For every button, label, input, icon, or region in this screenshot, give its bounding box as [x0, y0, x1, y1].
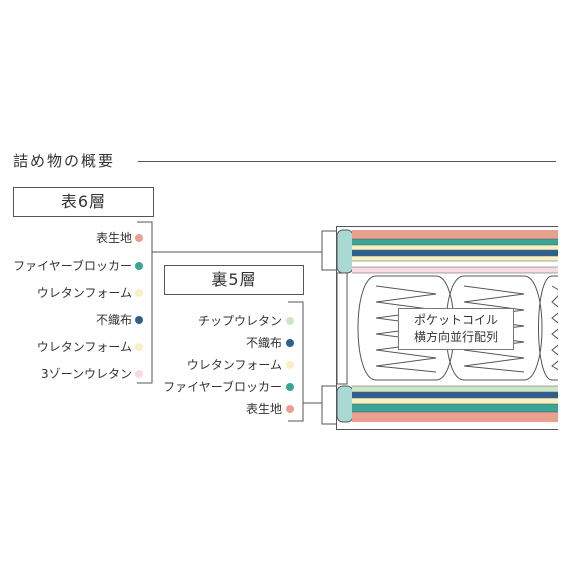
color-dot-icon	[135, 316, 143, 324]
color-dot-icon	[135, 262, 143, 270]
mattress-cross-section	[336, 226, 558, 430]
coil-caption-box: ポケットコイル 横方向並行配列	[398, 308, 514, 350]
top-layer-item: 3ゾーンウレタン	[0, 365, 132, 382]
top-layer-item: 表生地	[0, 229, 132, 246]
color-dot-icon	[135, 370, 143, 378]
color-dot-icon	[286, 405, 294, 413]
title-divider	[138, 161, 556, 162]
color-dot-icon	[135, 289, 143, 297]
layer-label: ウレタンフォーム	[36, 286, 132, 300]
layer-label: ファイヤーブロッカー	[163, 380, 282, 394]
top-layer-item: ウレタンフォーム	[0, 338, 132, 355]
bottom-layer-title: 裏5層	[164, 265, 304, 295]
layer-label: ウレタンフォーム	[36, 340, 132, 354]
color-dot-icon	[286, 383, 294, 391]
top-layer-item: 不織布	[0, 311, 132, 328]
bottom-layer-item: ウレタンフォーム	[150, 356, 282, 373]
layer-label: 表生地	[95, 231, 132, 245]
layer-label: ファイヤーブロッカー	[13, 259, 132, 273]
section-title: 詰め物の概要	[13, 152, 116, 170]
layer-label: ウレタンフォーム	[186, 358, 282, 372]
color-dot-icon	[135, 343, 143, 351]
color-dot-icon	[286, 361, 294, 369]
layer-label: 不織布	[95, 313, 132, 327]
layer-label: 不織布	[245, 336, 282, 350]
bottom-layer-item: ファイヤーブロッカー	[150, 378, 282, 395]
color-dot-icon	[286, 317, 294, 325]
color-dot-icon	[286, 339, 294, 347]
top-layer-title: 表6層	[13, 187, 154, 217]
coil-caption-line1: ポケットコイル	[413, 313, 498, 327]
layer-label: チップウレタン	[197, 314, 282, 328]
bottom-layer-item: チップウレタン	[150, 312, 282, 329]
bottom-layer-item: 不織布	[150, 334, 282, 351]
bottom-layer-stripes	[352, 385, 558, 422]
top-layer-stripes	[352, 230, 558, 274]
coil-caption-line2: 横方向並行配列	[413, 330, 498, 344]
color-dot-icon	[135, 234, 143, 242]
layer-label: 表生地	[245, 402, 282, 416]
layer-label: 3ゾーンウレタン	[40, 367, 132, 381]
bottom-layer-item: 表生地	[150, 400, 282, 417]
top-layer-item: ファイヤーブロッカー	[0, 257, 132, 274]
top-layer-item: ウレタンフォーム	[0, 284, 132, 301]
